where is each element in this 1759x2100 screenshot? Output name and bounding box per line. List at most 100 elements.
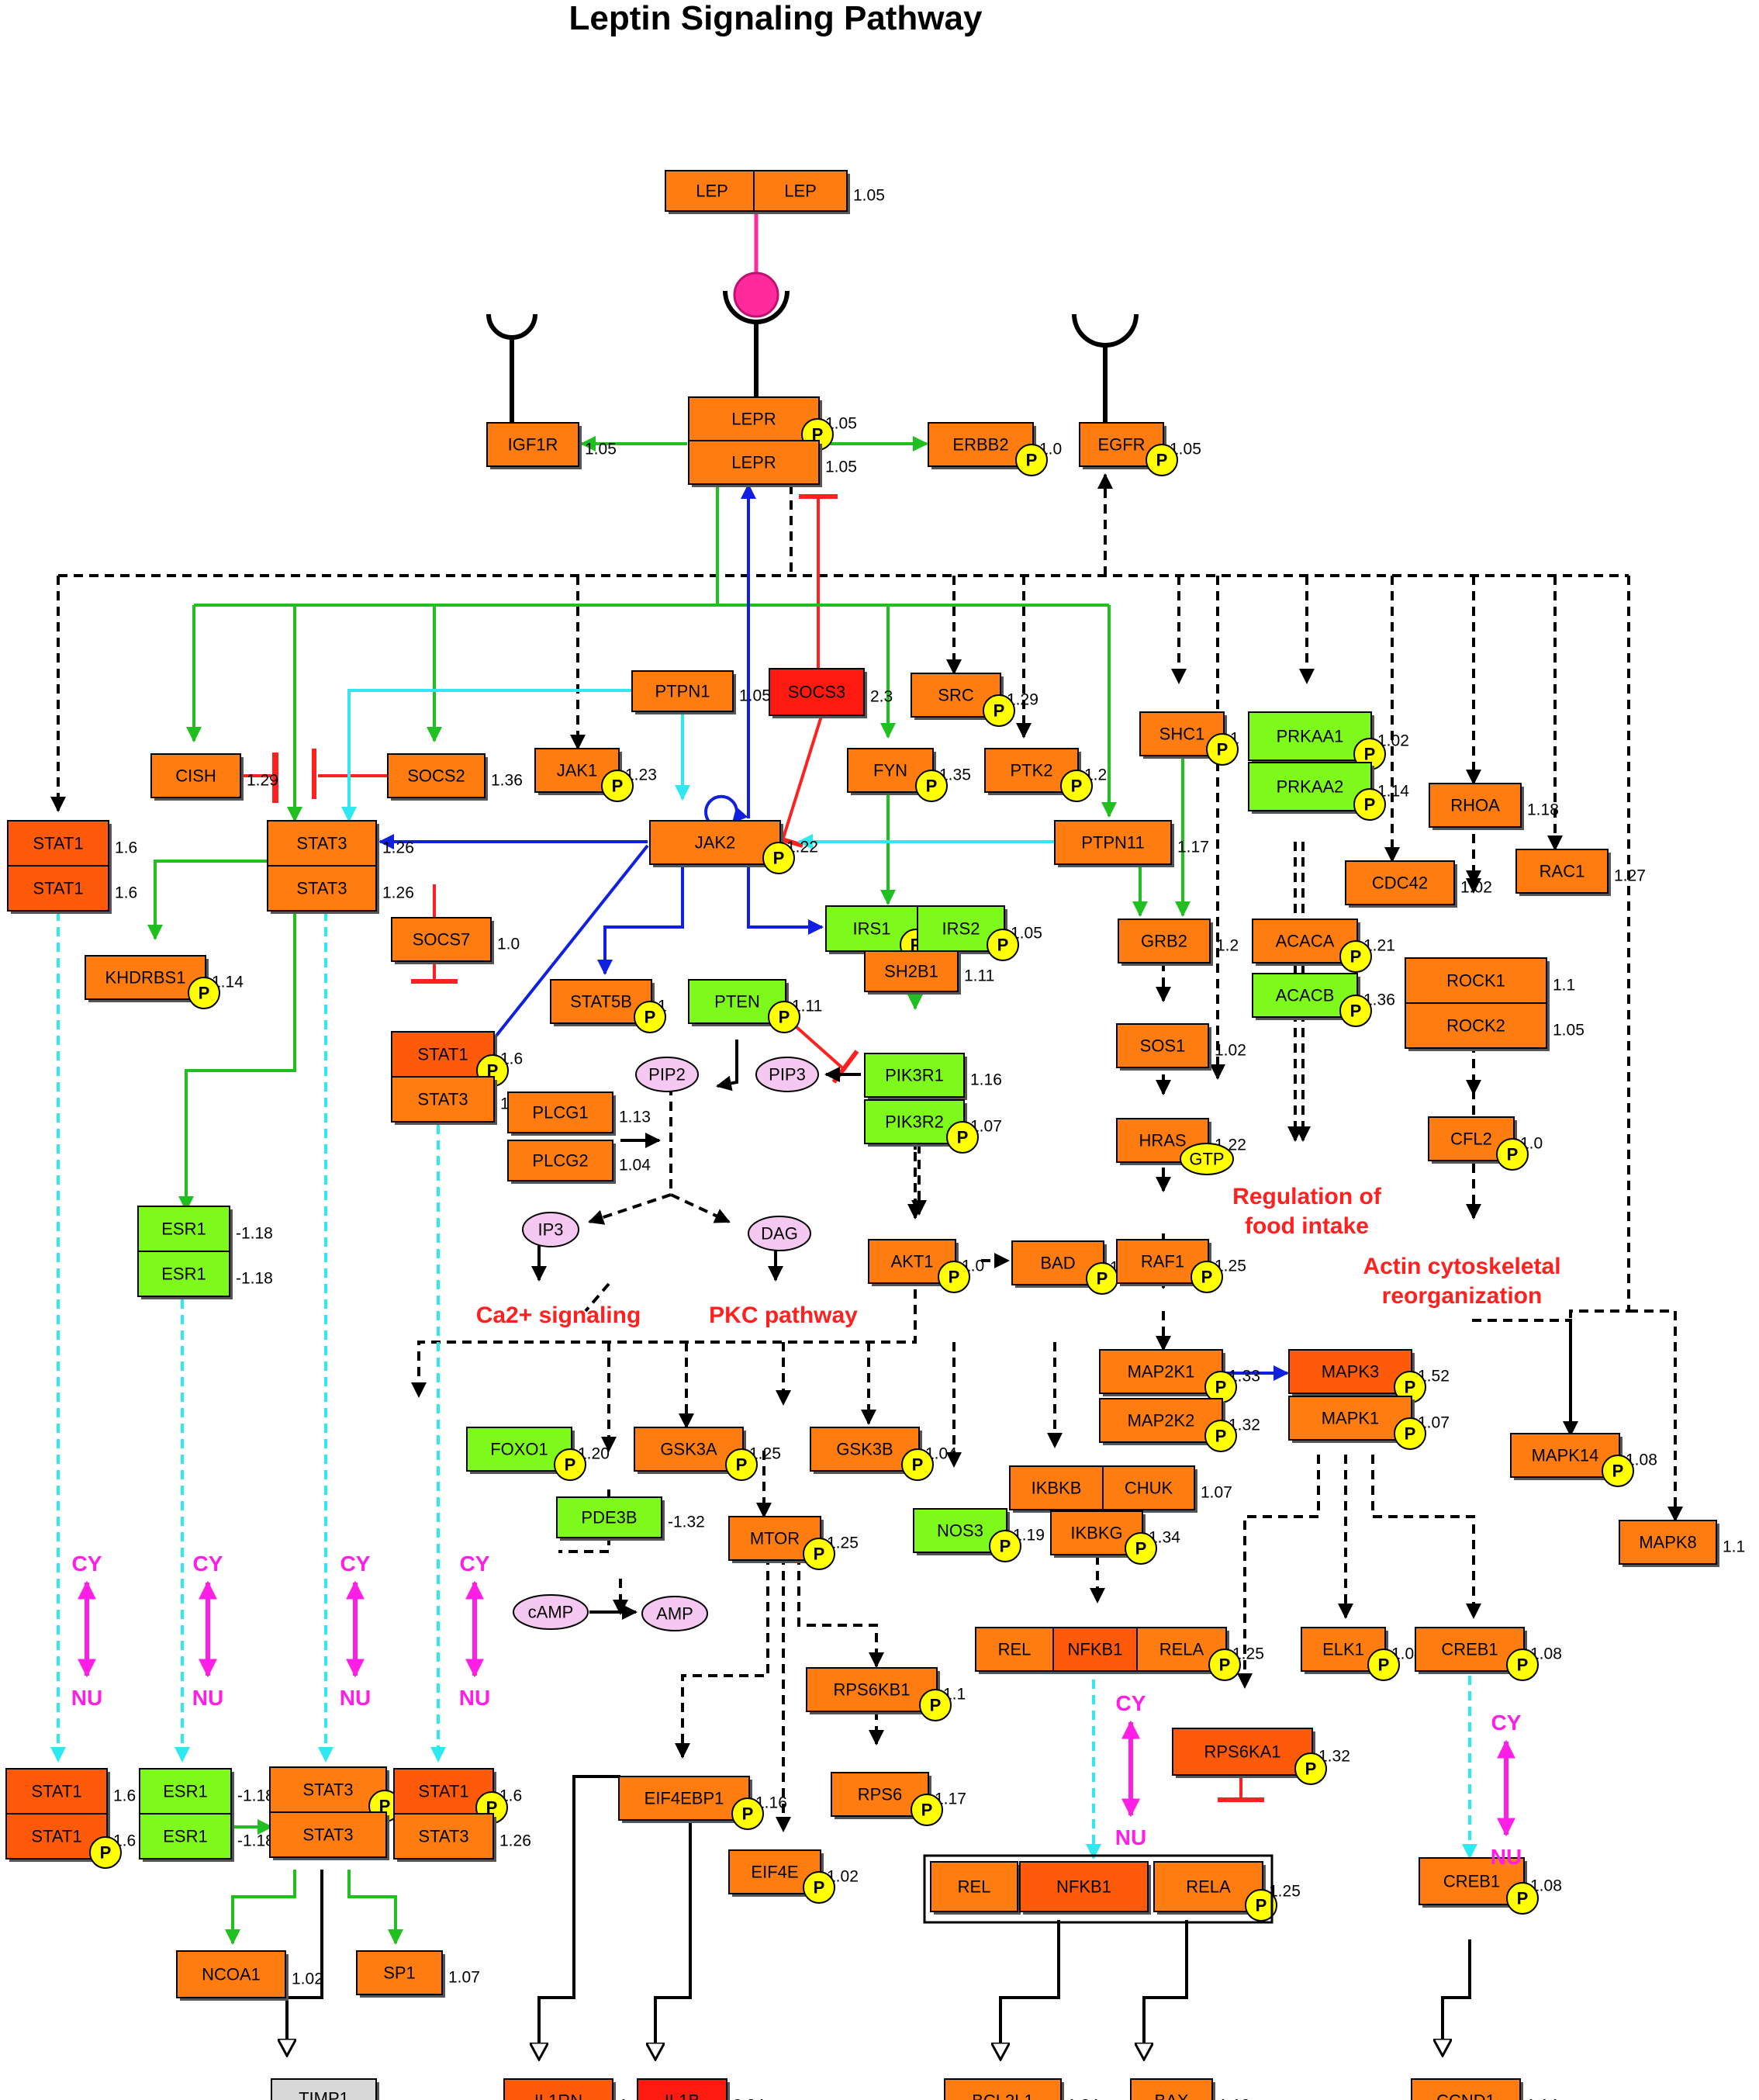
phospho-label: P: [565, 1455, 576, 1475]
gene-node-timp1[interactable]: TIMP1: [271, 2078, 379, 2100]
gene-box: [139, 1813, 232, 1860]
gene-node-esr1-d[interactable]: ESR1-1.18: [139, 1813, 275, 1862]
gene-node-nfkb1-a[interactable]: NFKB11.06: [1052, 1627, 1175, 1674]
gene-node-bax[interactable]: BAX1.18: [1130, 2078, 1250, 2100]
gene-node-il1rn[interactable]: IL1RN1.: [503, 2078, 633, 2100]
gene-node-bad[interactable]: BAD1.2P: [1011, 1240, 1132, 1295]
gene-node-esr1-b[interactable]: ESR1-1.18: [137, 1251, 273, 1299]
gene-box: [1345, 860, 1455, 905]
gene-box: [267, 865, 377, 912]
gene-node-il1b[interactable]: IL1B2.34: [637, 2078, 765, 2100]
gene-label: EIF4EBP1: [645, 1789, 724, 1808]
gene-node-bcl2l1[interactable]: BCL2L11.24: [944, 2078, 1099, 2100]
gene-node-esr1-c[interactable]: ESR1-1.18: [139, 1768, 275, 1817]
gene-label: PLCG1: [532, 1103, 588, 1123]
gene-node-ccnd1[interactable]: CCND11.14: [1411, 2078, 1558, 2100]
gene-node-rel-a[interactable]: REL1.06: [975, 1627, 1091, 1674]
gene-node-esr1-a[interactable]: ESR1-1.18: [137, 1206, 273, 1254]
gene-node-pde3b[interactable]: PDE3B-1.32: [556, 1496, 705, 1541]
svg-text:cAMP: cAMP: [528, 1603, 574, 1622]
